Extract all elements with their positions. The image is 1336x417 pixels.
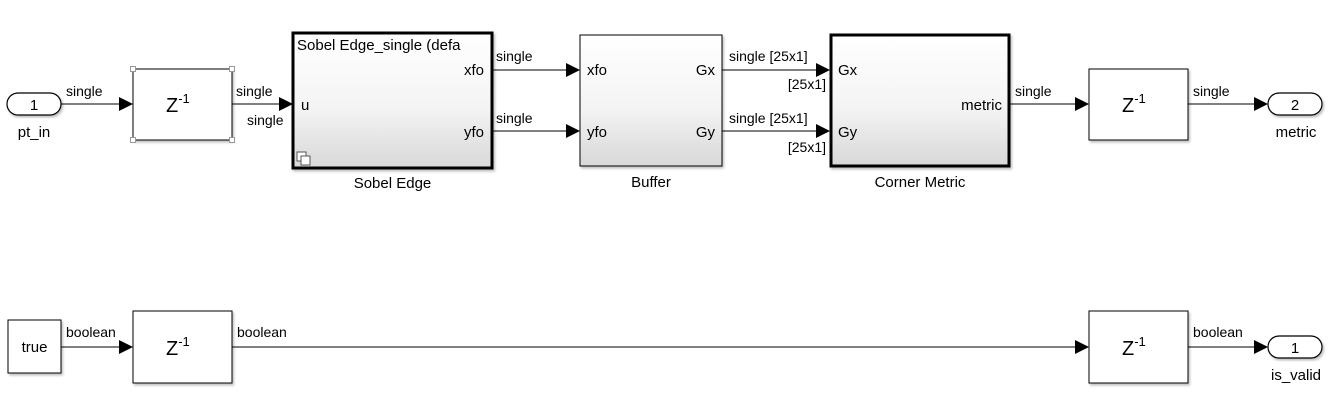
port-label-gx: Gx — [696, 62, 716, 79]
arrow-head-icon — [566, 124, 580, 138]
arrow-head-icon — [119, 97, 133, 111]
block-name: Sobel Edge — [354, 175, 432, 192]
signal-line-pt-in[interactable]: single — [61, 83, 133, 111]
signal-line-gx[interactable]: single [25x1] [25x1] — [722, 48, 830, 92]
resize-handle-icon[interactable] — [130, 137, 136, 143]
buffer-subsystem[interactable]: xfo yfo Gx Gy Buffer — [579, 34, 723, 191]
arrow-head-icon — [816, 63, 830, 77]
port-label-yfo: yfo — [464, 124, 484, 141]
arrow-head-icon — [119, 340, 133, 354]
signal-label: boolean — [237, 324, 287, 340]
sobel-edge-subsystem[interactable]: Sobel Edge_single (defa u xfo yfo Sobel … — [291, 31, 494, 192]
outport-is-valid[interactable]: 1 is_valid — [1267, 335, 1323, 384]
port-number: 1 — [30, 97, 38, 114]
arrow-head-icon — [816, 124, 830, 138]
block-name: is_valid — [1271, 367, 1321, 384]
unit-delay-block-4[interactable]: Z-1 — [1088, 310, 1189, 384]
signal-label: single [25x1] — [729, 110, 808, 126]
signal-line-boolean-long[interactable]: boolean — [232, 324, 1089, 354]
block-name: Buffer — [631, 174, 671, 191]
delay-label: Z-1 — [1122, 334, 1146, 360]
signal-label: single — [1015, 83, 1052, 99]
signal-line-xfo[interactable]: single — [492, 48, 580, 77]
resize-handle-icon[interactable] — [130, 66, 136, 72]
unit-delay-block-3[interactable]: Z-1 — [132, 310, 233, 384]
delay-label: Z-1 — [1122, 91, 1146, 117]
unit-delay-block-2[interactable]: Z-1 — [1088, 68, 1189, 141]
signal-line-metric-out[interactable]: single — [1188, 83, 1268, 111]
arrow-head-icon — [566, 63, 580, 77]
signal-line-is-valid[interactable]: boolean — [1188, 324, 1268, 354]
subsystem-reference-icon — [296, 151, 311, 166]
port-number: 1 — [1291, 340, 1299, 357]
signal-line-true[interactable]: boolean — [61, 324, 133, 354]
resize-handle-icon[interactable] — [229, 66, 235, 72]
delay-label: Z-1 — [166, 91, 190, 117]
signal-label: single [25x1] — [729, 48, 808, 64]
port-label-u: u — [301, 97, 309, 114]
block-name: pt_in — [18, 124, 51, 141]
inport-pt-in[interactable]: 1 pt_in — [6, 92, 62, 141]
signal-line-delay-to-sobel[interactable]: single single — [232, 83, 293, 128]
signal-label: boolean — [1193, 324, 1243, 340]
block-name: metric — [1276, 124, 1317, 141]
port-label-gy: Gy — [696, 124, 716, 141]
arrow-head-icon — [1254, 340, 1268, 354]
corner-metric-subsystem[interactable]: Gx Gy metric Corner Metric — [829, 33, 1011, 191]
signal-label: single — [247, 112, 284, 128]
delay-label: Z-1 — [166, 334, 190, 360]
arrow-head-icon — [1075, 340, 1089, 354]
unit-delay-block-1[interactable]: Z-1 — [130, 66, 235, 143]
signal-label: boolean — [66, 324, 116, 340]
outport-metric[interactable]: 2 metric — [1267, 92, 1323, 141]
signal-label: single — [66, 83, 103, 99]
signal-label: single — [496, 110, 533, 126]
signal-line-yfo[interactable]: single — [492, 110, 580, 138]
arrow-head-icon — [1254, 97, 1268, 111]
constant-true-block[interactable]: true — [7, 319, 62, 374]
port-label-xfo: xfo — [464, 62, 484, 79]
signal-line-gy[interactable]: single [25x1] [25x1] — [722, 110, 830, 155]
signal-label: [25x1] — [788, 139, 826, 155]
constant-value: true — [22, 339, 48, 356]
subsystem-header: Sobel Edge_single (defa — [297, 37, 461, 54]
arrow-head-icon — [279, 97, 293, 111]
signal-label: [25x1] — [788, 76, 826, 92]
port-label-yfo: yfo — [587, 124, 607, 141]
signal-label: single — [236, 83, 273, 99]
port-label-metric: metric — [961, 97, 1002, 114]
signal-label: single — [496, 48, 533, 64]
resize-handle-icon[interactable] — [229, 137, 235, 143]
arrow-head-icon — [1075, 97, 1089, 111]
signal-label: single — [1193, 83, 1230, 99]
port-label-xfo: xfo — [587, 62, 607, 79]
port-label-gx: Gx — [838, 62, 858, 79]
port-number: 2 — [1291, 97, 1299, 114]
selection-handles[interactable] — [130, 66, 235, 143]
block-name: Corner Metric — [875, 174, 966, 191]
port-label-gy: Gy — [838, 124, 858, 141]
signal-line-metric[interactable]: single — [1009, 83, 1089, 111]
